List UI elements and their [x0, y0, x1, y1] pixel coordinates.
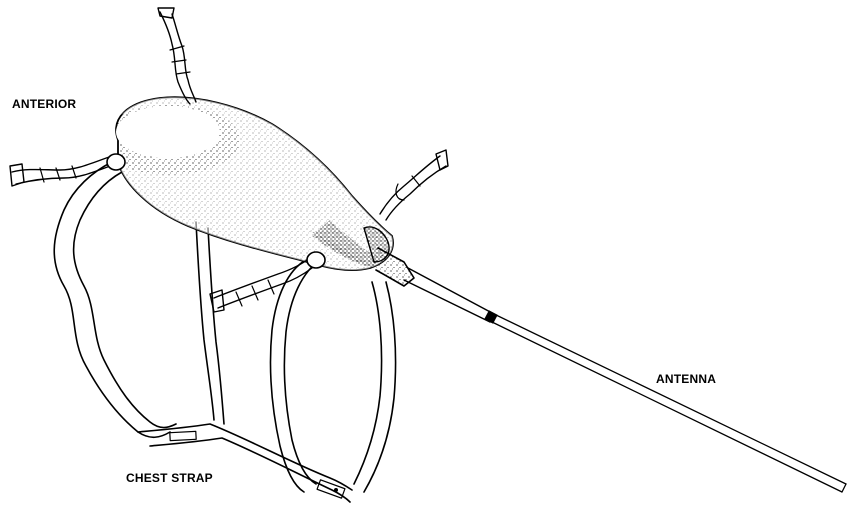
chest-strap-band	[138, 424, 352, 502]
antenna	[404, 268, 846, 492]
tie-cord-top	[158, 8, 196, 104]
attachment-loop-rear	[307, 252, 325, 268]
tie-cord-right	[380, 150, 448, 220]
harness-strap-middle	[196, 222, 224, 424]
label-antenna: ANTENNA	[656, 373, 716, 385]
attachment-loop-front	[107, 154, 125, 170]
label-chest-strap: CHEST STRAP	[126, 472, 213, 484]
tie-cord-bottom-left	[210, 258, 312, 312]
label-anterior: ANTERIOR	[12, 98, 76, 110]
tie-cord-left	[10, 156, 116, 186]
transmitter-body	[116, 97, 393, 270]
harness-strap-right-loop	[270, 258, 395, 492]
